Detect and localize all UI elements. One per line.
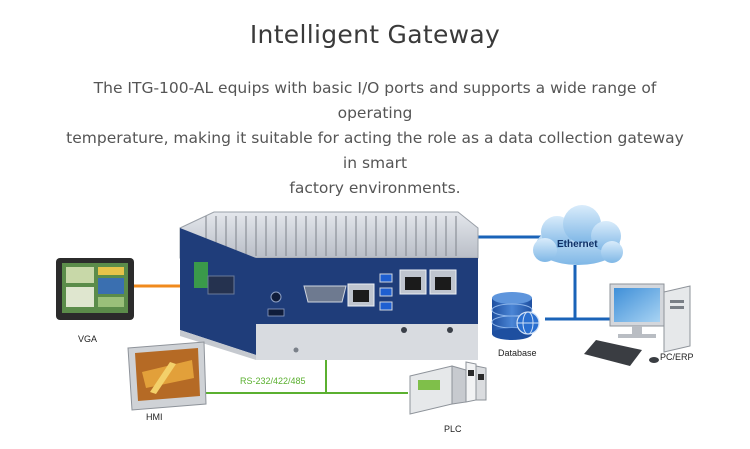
description-line-1: The ITG-100-AL equips with basic I/O por… <box>93 79 657 122</box>
vga-label: VGA <box>78 334 97 344</box>
ethernet-label: Ethernet <box>557 239 598 250</box>
pc-erp-label: PC/ERP <box>660 352 694 362</box>
page-title: Intelligent Gateway <box>249 20 501 49</box>
plc-icon <box>409 361 487 415</box>
gateway-device-icon <box>179 211 479 360</box>
pc-erp-icon <box>584 283 691 366</box>
plc-label: PLC <box>444 424 462 434</box>
ethernet-cloud-icon <box>533 205 623 265</box>
database-icon <box>491 292 540 340</box>
description-line-2: temperature, making it suitable for acti… <box>66 129 684 172</box>
hmi-panel-icon <box>127 341 207 411</box>
serial-label: RS-232/422/485 <box>240 376 306 386</box>
description-line-3: factory environments. <box>289 179 461 197</box>
hmi-label: HMI <box>146 412 163 422</box>
vga-display-icon <box>56 258 134 320</box>
database-label: Database <box>498 348 537 358</box>
page-description: The ITG-100-AL equips with basic I/O por… <box>60 76 690 201</box>
